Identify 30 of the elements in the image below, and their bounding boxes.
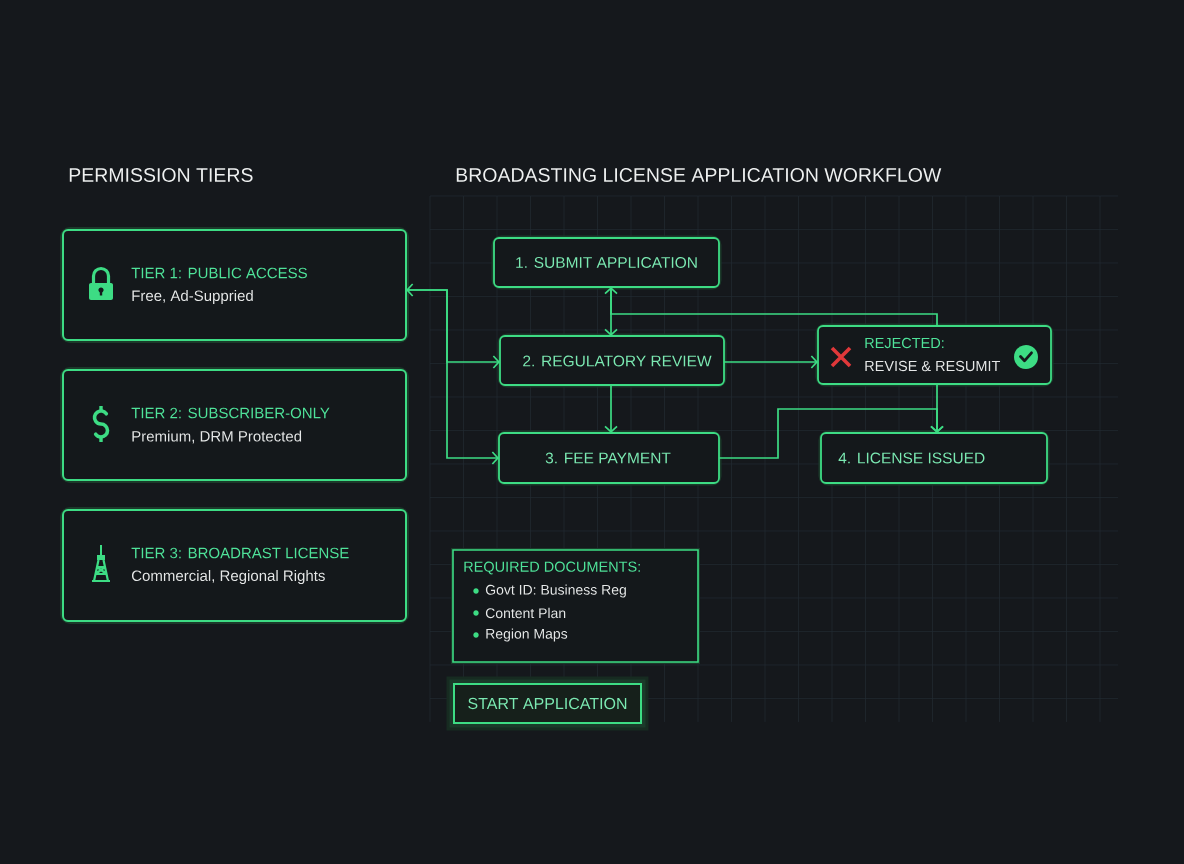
- step-box: 4. LICENSE ISSUED: [818, 430, 1050, 486]
- tier-card: [60, 367, 409, 483]
- status-title: REJECTED:: [865, 337, 944, 349]
- documents-panel: [451, 548, 700, 664]
- arrow: [723, 355, 818, 369]
- arrow: [405, 289, 499, 465]
- card-subtitle: Commercial, Regional Rights: [131, 570, 325, 584]
- arrow: [406, 283, 500, 369]
- status-text: REVISE & RESUMIT: [865, 360, 1001, 372]
- list-item: Govt ID: Business Reg: [485, 584, 626, 598]
- status-box: [815, 323, 1054, 387]
- arrow: [718, 408, 944, 459]
- section-title: BROADASTING LICENSE APPLICATION WORKFLOW: [456, 168, 942, 182]
- step-box: 2. REGULATORY REVIEW: [497, 333, 727, 388]
- card-title: TIER 2: SUBSCRIBER-ONLY: [131, 407, 330, 419]
- step-box: 1. SUBMIT APPLICATION: [491, 235, 722, 290]
- tier-card: [60, 227, 409, 343]
- card-title: TIER 1: PUBLIC ACCESS: [131, 267, 307, 279]
- arrow: [604, 384, 618, 433]
- panel-heading: REQUIRED DOCUMENTS:: [464, 561, 640, 575]
- step-box: 3. FEE PAYMENT: [496, 430, 722, 486]
- arrow: [604, 287, 938, 327]
- tier-card: [60, 507, 409, 624]
- action-button: START APPLICATION: [446, 676, 649, 731]
- card-subtitle: Premium, DRM Protected: [132, 430, 302, 444]
- card-subtitle: Free, Ad-Suppried: [132, 290, 253, 304]
- list-item: Region Maps: [486, 628, 568, 642]
- card-title: TIER 3: BROADRAST LICENSE: [131, 547, 349, 559]
- section-title: PERMISSION TIERS: [69, 168, 253, 182]
- list-item: Content Plan: [485, 607, 566, 619]
